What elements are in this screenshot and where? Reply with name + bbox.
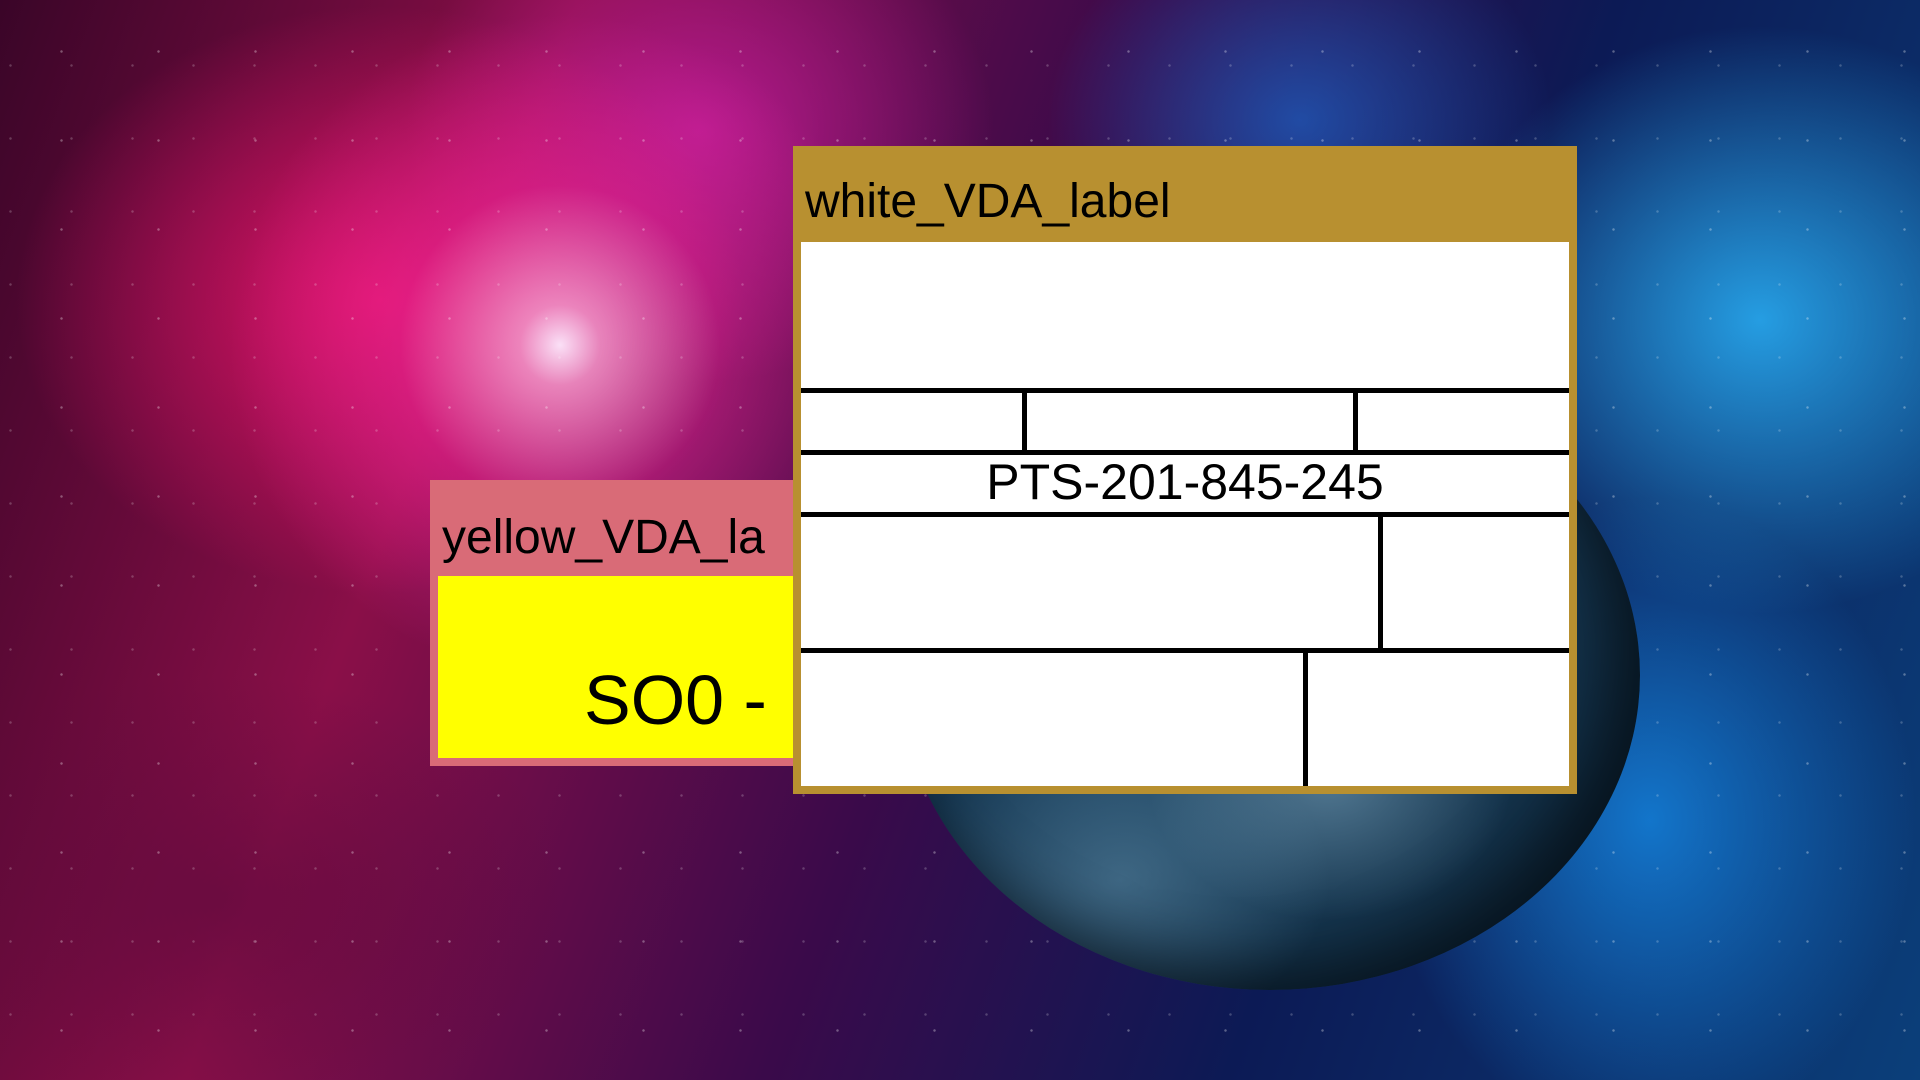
label-divider-line [801,388,1569,393]
label-divider-line [801,512,1569,517]
label-divider-line [801,648,1569,653]
label-divider-line [1378,512,1383,653]
label-divider-line [1353,388,1358,455]
label-divider-line [1303,648,1308,786]
window-title[interactable]: yellow_VDA_la [442,511,765,564]
part-number-text: PTS-201-845-245 [986,454,1384,510]
yellow-vda-label-window[interactable]: yellow_VDA_la SO0 - [430,480,810,766]
window-title[interactable]: white_VDA_label [805,175,1171,228]
white-label-face: PTS-201-845-245 [801,242,1569,786]
label-divider-line [801,450,1569,455]
yellow-label-face: SO0 - [438,576,810,758]
white-vda-label-window[interactable]: white_VDA_label PTS-201-845-245 [793,146,1577,794]
label-code-text: SO0 - [584,661,767,739]
label-divider-line [1022,388,1027,455]
